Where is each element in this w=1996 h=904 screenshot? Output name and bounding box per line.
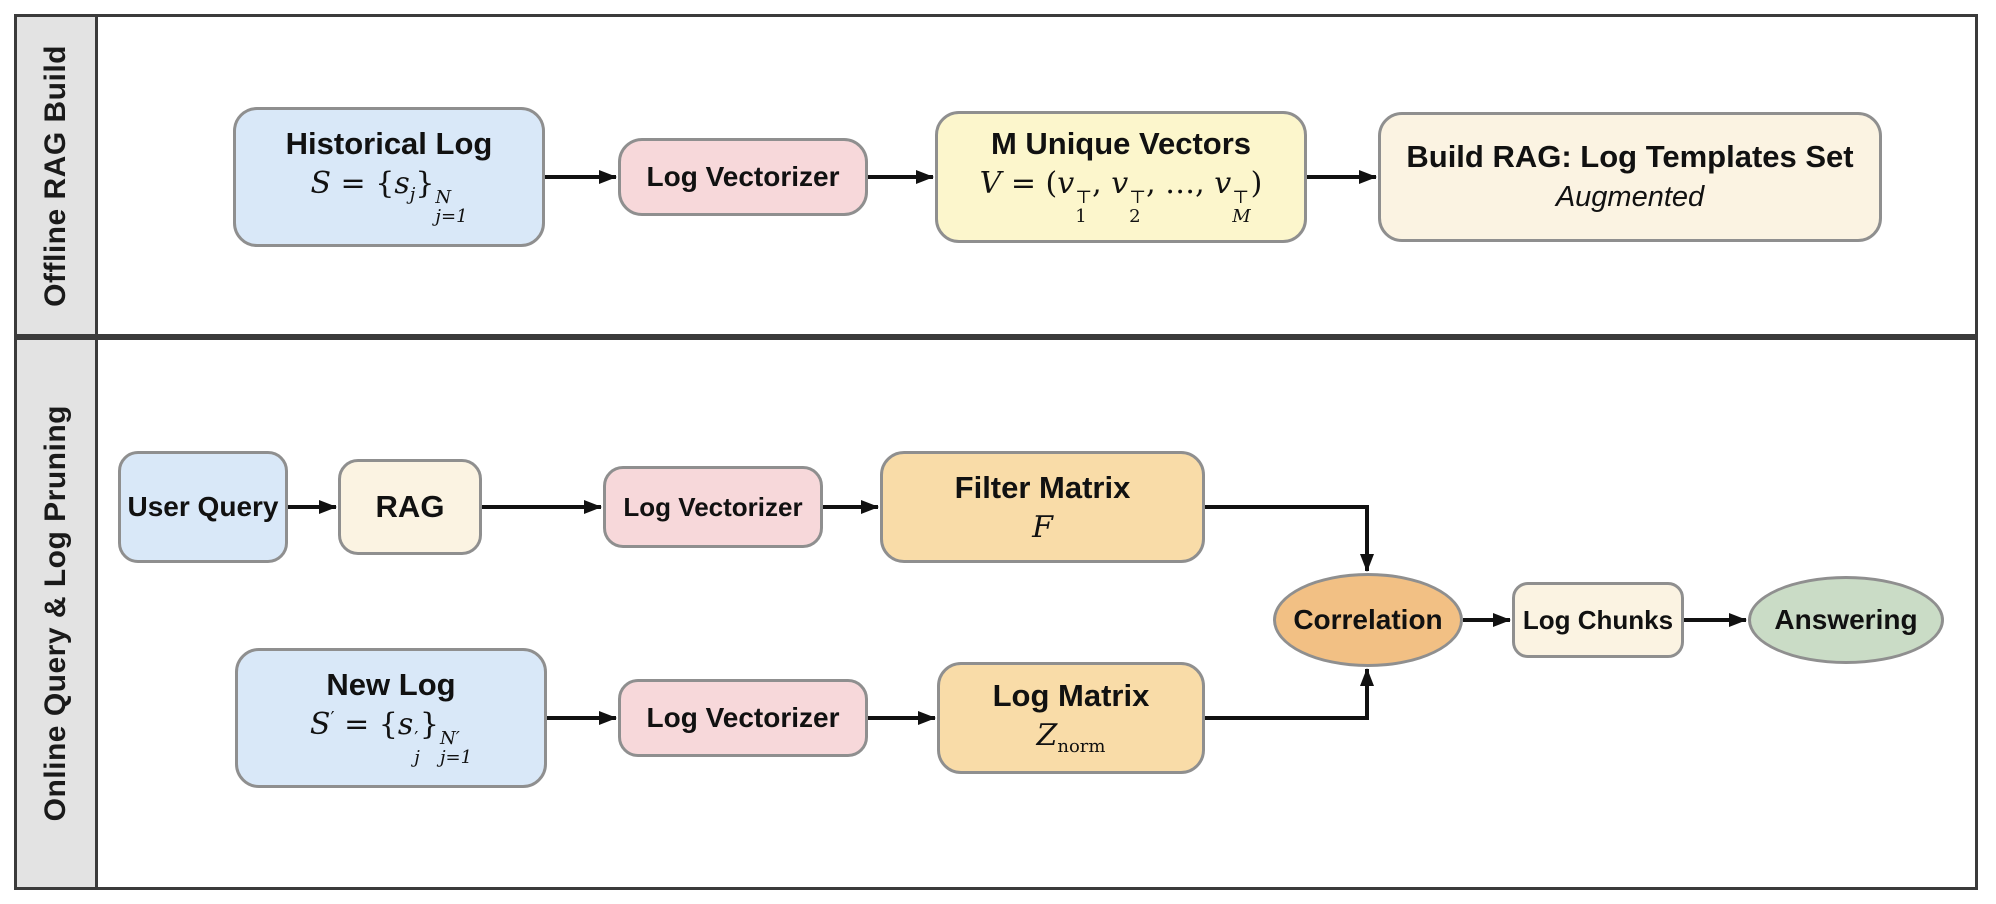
log-vectorizer-log-node: Log Vectorizer bbox=[618, 679, 868, 757]
unique-vectors-title: M Unique Vectors bbox=[990, 125, 1252, 161]
log-matrix-node: Log Matrix Znorm bbox=[937, 662, 1205, 774]
answering-title: Answering bbox=[1774, 603, 1918, 635]
log-vectorizer-query-node: Log Vectorizer bbox=[603, 466, 823, 548]
historical-log-title: Historical Log bbox=[285, 125, 493, 161]
correlation-title: Correlation bbox=[1293, 603, 1443, 635]
unique-vectors-node: M Unique Vectors V = (v⊤1, v⊤2, …, v⊤M) bbox=[935, 111, 1307, 243]
online-section-label: Online Query & Log Pruning bbox=[39, 405, 72, 822]
log-vectorizer-log-title: Log Vectorizer bbox=[646, 701, 840, 733]
new-log-formula: S′ = {s′j}N′j=1 bbox=[309, 706, 473, 769]
log-matrix-formula: Znorm bbox=[1036, 718, 1106, 758]
correlation-node: Correlation bbox=[1273, 573, 1463, 667]
log-chunks-node: Log Chunks bbox=[1512, 582, 1684, 658]
log-vectorizer-query-title: Log Vectorizer bbox=[623, 491, 803, 522]
rag-node: RAG bbox=[338, 459, 482, 555]
log-vectorizer-offline-node: Log Vectorizer bbox=[618, 138, 868, 216]
log-chunks-title: Log Chunks bbox=[1522, 604, 1674, 635]
online-section-strip: Online Query & Log Pruning bbox=[17, 340, 98, 887]
log-matrix-title: Log Matrix bbox=[992, 678, 1150, 714]
filter-matrix-formula: F bbox=[1032, 510, 1053, 546]
build-rag-subtitle: Augmented bbox=[1555, 181, 1705, 214]
build-rag-node: Build RAG: Log Templates Set Augmented bbox=[1378, 112, 1882, 242]
rag-title: RAG bbox=[375, 488, 445, 524]
user-query-node: User Query bbox=[118, 451, 288, 563]
answering-node: Answering bbox=[1748, 576, 1944, 664]
unique-vectors-formula: V = (v⊤1, v⊤2, …, v⊤M) bbox=[979, 165, 1263, 228]
user-query-title: User Query bbox=[127, 490, 279, 522]
build-rag-title: Build RAG: Log Templates Set bbox=[1406, 139, 1854, 174]
log-vectorizer-offline-title: Log Vectorizer bbox=[646, 160, 840, 192]
offline-section-strip: Offline RAG Build bbox=[17, 17, 98, 334]
new-log-title: New Log bbox=[326, 666, 456, 702]
filter-matrix-title: Filter Matrix bbox=[954, 469, 1131, 505]
offline-section-label: Offline RAG Build bbox=[39, 44, 72, 307]
filter-matrix-node: Filter Matrix F bbox=[880, 451, 1205, 563]
new-log-node: New Log S′ = {s′j}N′j=1 bbox=[235, 648, 547, 788]
